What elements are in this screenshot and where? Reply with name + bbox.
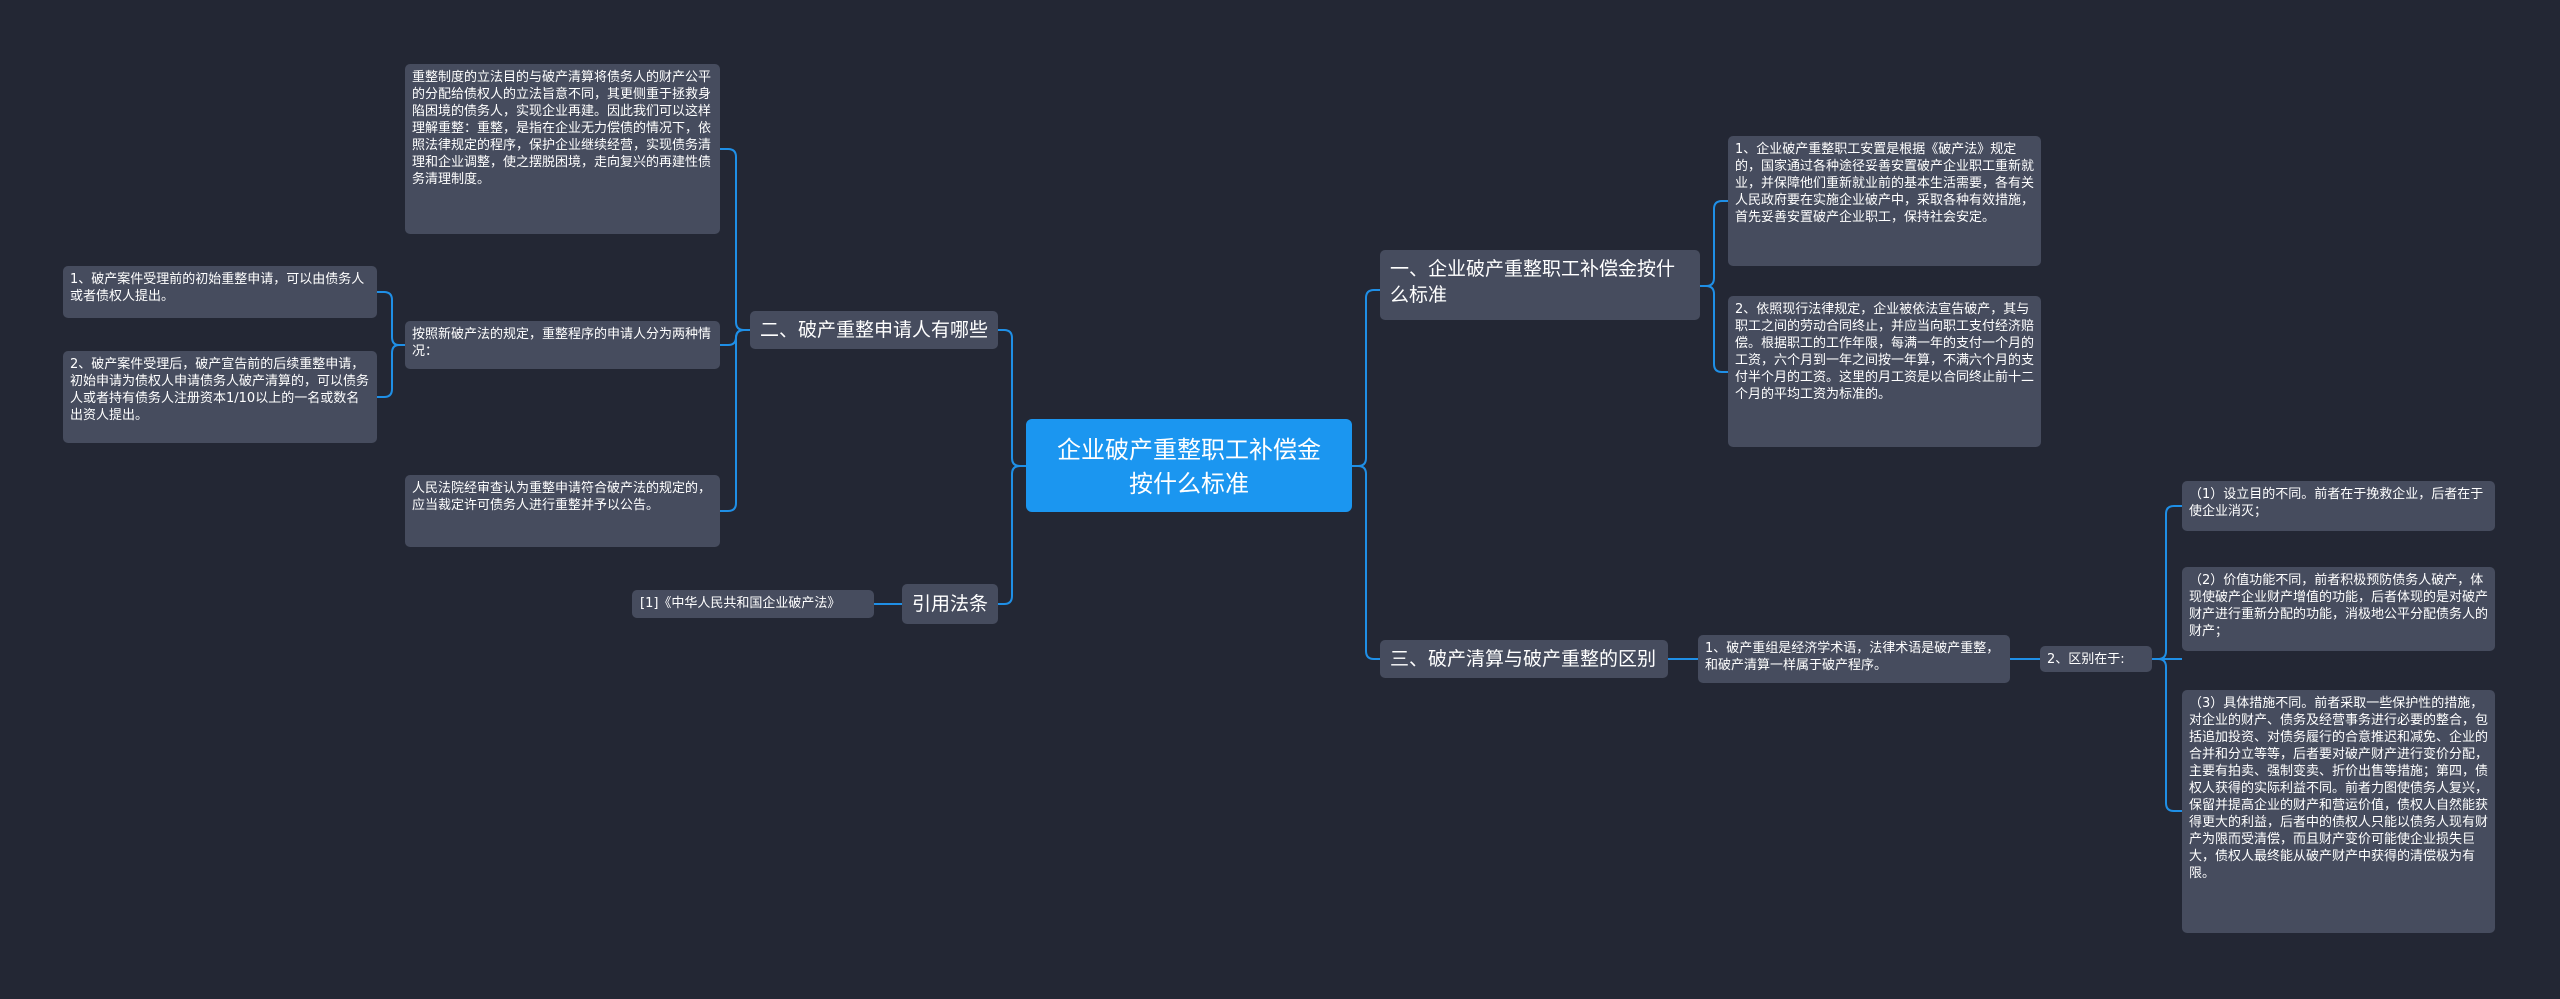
leaf-text: 2、区别在于: [2047,652,2125,667]
leaf-node-court-approval[interactable]: 人民法院经审查认为重整申请符合破产法的规定的，应当裁定许可债务人进行重整并予以公… [405,475,720,547]
leaf-node-bankruptcy-law-reference[interactable]: [1]《中华人民共和国企业破产法》 [632,590,874,618]
item-text: （2）价值功能不同，前者积极预防债务人破产，体现使破产企业财产增值的功能，后者体… [2189,573,2489,639]
link-mid-child1 [377,291,405,346]
link-mid-item3 [2152,658,2182,812]
link-root-b3 [1352,465,1380,660]
branch-node-applicants[interactable]: 二、破产重整申请人有哪些 [750,311,998,349]
leaf-node-reorganization-purpose[interactable]: 重整制度的立法目的与破产清算将债务人的财产公平的分配给债权人的立法旨意不同，其更… [405,64,720,234]
branch-label: 三、破产清算与破产重整的区别 [1390,648,1657,670]
root-title: 企业破产重整职工补偿金按什么标准 [1057,436,1321,498]
child-text: 1、破产案件受理前的初始重整申请，可以由债务人或者债权人提出。 [70,272,365,304]
leaf-text: 1、破产重组是经济学术语，法律术语是破产重整，和破产清算一样属于破产程序。 [1705,641,2000,673]
item-text: （3）具体措施不同。前者采取一些保护性的措施，对企业的财产、债务及经营事务进行必… [2189,696,2489,881]
link-b1-leaf1 [1700,200,1728,287]
link-b2-bottom [720,329,750,512]
leaf-node-applicant-types[interactable]: 按照新破产法的规定，重整程序的申请人分为两种情况： [405,321,720,369]
child-text: 2、破产案件受理后，破产宣告前的后续重整申请，初始申请为债权人申请债务人破产清算… [70,357,370,423]
child-node-subsequent-application[interactable]: 2、破产案件受理后，破产宣告前的后续重整申请，初始申请为债权人申请债务人破产清算… [63,351,377,443]
child-node-initial-application[interactable]: 1、破产案件受理前的初始重整申请，可以由债务人或者债权人提出。 [63,266,377,318]
branch-label: 引用法条 [912,593,989,615]
leaf-node-economic-compensation[interactable]: 2、依照现行法律规定，企业被依法宣告破产，其与职工之间的劳动合同终止，并应当向职… [1728,296,2041,447]
leaf-node-terminology[interactable]: 1、破产重组是经济学术语，法律术语是破产重整，和破产清算一样属于破产程序。 [1698,635,2010,683]
branch-label: 二、破产重整申请人有哪些 [760,319,989,341]
link-mid-item1 [2152,505,2182,660]
link-b2-top [720,148,750,331]
branch-node-difference[interactable]: 三、破产清算与破产重整的区别 [1380,640,1668,678]
leaf-node-employee-placement[interactable]: 1、企业破产重整职工安置是根据《破产法》规定的，国家通过各种途径妥善安置破产企业… [1728,136,2041,266]
leaf-text: 人民法院经审查认为重整申请符合破产法的规定的，应当裁定许可债务人进行重整并予以公… [412,481,712,513]
branch-node-compensation-standard[interactable]: 一、企业破产重整职工补偿金按什么标准 [1380,250,1700,320]
link-root-b2 [998,329,1026,467]
leaf-text: 按照新破产法的规定，重整程序的申请人分为两种情况： [412,327,712,359]
leaf-text: 2、依照现行法律规定，企业被依法宣告破产，其与职工之间的劳动合同终止，并应当向职… [1735,302,2035,402]
item-node-purpose[interactable]: （1）设立目的不同。前者在于挽救企业，后者在于使企业消灭； [2182,481,2495,531]
link-b1-leaf2 [1700,285,1728,373]
link-mid-child2 [377,344,405,398]
leaf-text: [1]《中华人民共和国企业破产法》 [640,596,841,611]
leaf-text: 1、企业破产重整职工安置是根据《破产法》规定的，国家通过各种途径妥善安置破产企业… [1735,142,2035,225]
branch-node-cited-law[interactable]: 引用法条 [902,584,998,624]
leaf-text: 重整制度的立法目的与破产清算将债务人的财产公平的分配给债权人的立法旨意不同，其更… [412,70,712,187]
leaf-node-differences-heading[interactable]: 2、区别在于: [2040,646,2152,672]
link-root-b1 [1352,289,1380,467]
link-root-b4 [998,465,1026,605]
item-node-value-function[interactable]: （2）价值功能不同，前者积极预防债务人破产，体现使破产企业财产增值的功能，后者体… [2182,567,2495,651]
item-node-specific-measures[interactable]: （3）具体措施不同。前者采取一些保护性的措施，对企业的财产、债务及经营事务进行必… [2182,690,2495,933]
root-node[interactable]: 企业破产重整职工补偿金按什么标准 [1026,419,1352,512]
item-text: （1）设立目的不同。前者在于挽救企业，后者在于使企业消灭； [2189,487,2484,519]
branch-label: 一、企业破产重整职工补偿金按什么标准 [1390,258,1676,306]
